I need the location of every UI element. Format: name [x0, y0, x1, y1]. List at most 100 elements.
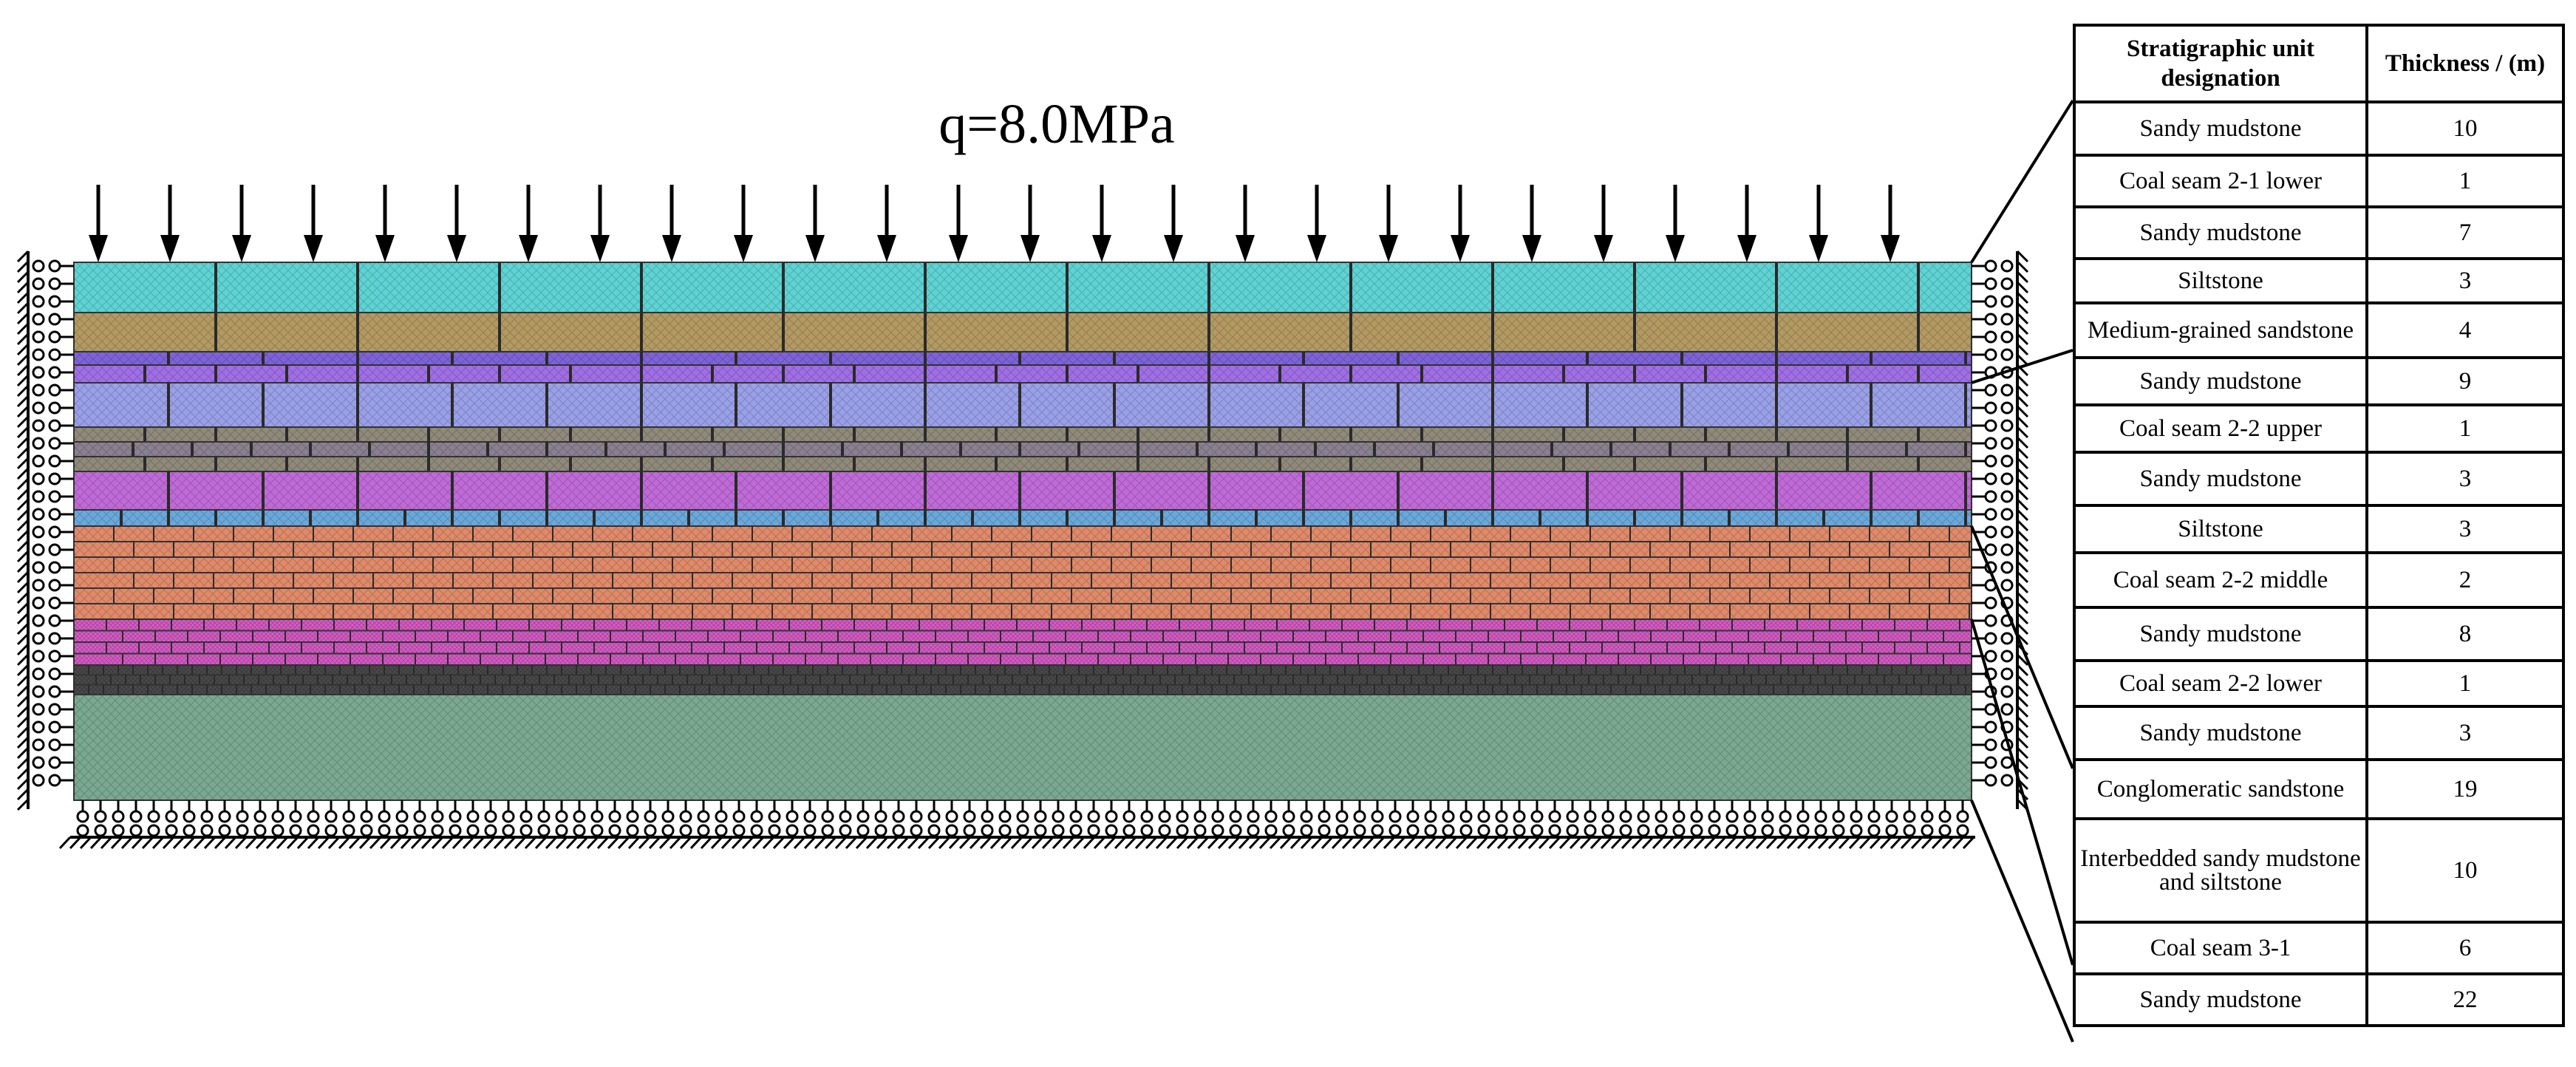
roller-support: [484, 800, 497, 837]
roller-support: [1850, 800, 1863, 837]
roller-support: [1972, 277, 2014, 290]
roller-support: [1282, 800, 1295, 837]
connector-line: [1970, 618, 2074, 966]
thickness-cell: 19: [2365, 758, 2565, 820]
roller-support: [32, 401, 74, 415]
roller-support: [1353, 800, 1366, 837]
roller-support: [32, 667, 74, 681]
roller-support: [1972, 419, 2014, 432]
roller-support: [963, 800, 976, 837]
unit-cell: Sandy mudstone: [2073, 606, 2368, 662]
thickness-cell: 1: [2365, 659, 2565, 708]
load-arrow: [1737, 185, 1756, 262]
roller-support: [1140, 800, 1154, 837]
roller-support: [1972, 313, 2014, 326]
roller-support: [32, 313, 74, 326]
roller-support: [32, 490, 74, 503]
roller-support: [537, 800, 551, 837]
rock-layer: [73, 471, 1972, 511]
unit-cell: Sandy mudstone: [2073, 451, 2368, 507]
roller-support: [1637, 800, 1650, 837]
roller-support: [431, 800, 444, 837]
roller-support: [1442, 800, 1455, 837]
thickness-cell: 3: [2365, 257, 2565, 304]
roller-support: [1903, 800, 1916, 837]
roller-support: [1548, 800, 1561, 837]
roller-support: [1814, 800, 1827, 837]
load-arrow: [1881, 185, 1900, 262]
load-arrow: [1379, 185, 1398, 262]
roller-support: [32, 348, 74, 361]
roller-support: [165, 800, 178, 837]
roller-support: [1972, 295, 2014, 308]
roller-support: [32, 437, 74, 450]
roller-support: [1034, 800, 1047, 837]
unit-cell: Medium-grained sandstone: [2073, 301, 2368, 359]
roller-support: [768, 800, 781, 837]
roller-support: [32, 650, 74, 663]
unit-cell: Sandy mudstone: [2073, 972, 2368, 1027]
load-label: q=8.0MPa: [938, 93, 1175, 155]
unit-cell: Siltstone: [2073, 257, 2368, 304]
roller-support: [1972, 454, 2014, 468]
roller-support: [1832, 800, 1845, 837]
roller-support: [342, 800, 355, 837]
unit-cell: Sandy mudstone: [2073, 356, 2368, 406]
strata-model: [73, 262, 1972, 801]
rock-layer: [73, 441, 1972, 457]
roller-support: [1779, 800, 1792, 837]
thickness-cell: 3: [2365, 705, 2565, 761]
roller-support: [1956, 800, 1969, 837]
roller-support: [626, 800, 639, 837]
roller-support: [1388, 800, 1402, 837]
roller-support: [1972, 348, 2014, 361]
roller-support: [112, 800, 125, 837]
roller-support: [661, 800, 675, 837]
roller-support: [1972, 703, 2014, 716]
roller-support: [32, 383, 74, 397]
rock-layer: [73, 262, 1972, 313]
roller-support: [1566, 800, 1579, 837]
roller-support: [1655, 800, 1668, 837]
unit-cell: Sandy mudstone: [2073, 205, 2368, 260]
roller-support: [32, 330, 74, 344]
load-arrow: [590, 185, 610, 262]
roller-support: [1972, 330, 2014, 344]
thickness-cell: 1: [2365, 154, 2565, 208]
load-arrow: [519, 185, 538, 262]
roller-support: [1972, 401, 2014, 415]
load-arrows: [89, 185, 1900, 262]
roller-support: [32, 561, 74, 574]
load-arrow: [1092, 185, 1111, 262]
roller-support: [32, 419, 74, 432]
roller-support: [803, 800, 817, 837]
roller-support: [1122, 800, 1136, 837]
roller-support: [786, 800, 799, 837]
roller-support: [1158, 800, 1171, 837]
connector-line: [1971, 349, 2074, 384]
roller-support: [1972, 720, 2014, 734]
load-arrow: [805, 185, 825, 262]
roller-support: [715, 800, 728, 837]
roller-support: [1885, 800, 1898, 837]
thickness-cell: 8: [2365, 606, 2565, 662]
load-arrow: [877, 185, 896, 262]
roller-support: [998, 800, 1012, 837]
roller-support: [1406, 800, 1420, 837]
roller-support: [32, 525, 74, 539]
roller-support: [1052, 800, 1065, 837]
rock-layer: [73, 525, 1972, 620]
load-arrow: [1666, 185, 1685, 262]
load-arrow: [1594, 185, 1613, 262]
roller-support: [1264, 800, 1278, 837]
roller-support: [732, 800, 746, 837]
roller-support: [927, 800, 941, 837]
unit-cell: Coal seam 2-2 middle: [2073, 551, 2368, 609]
load-arrow: [447, 185, 466, 262]
